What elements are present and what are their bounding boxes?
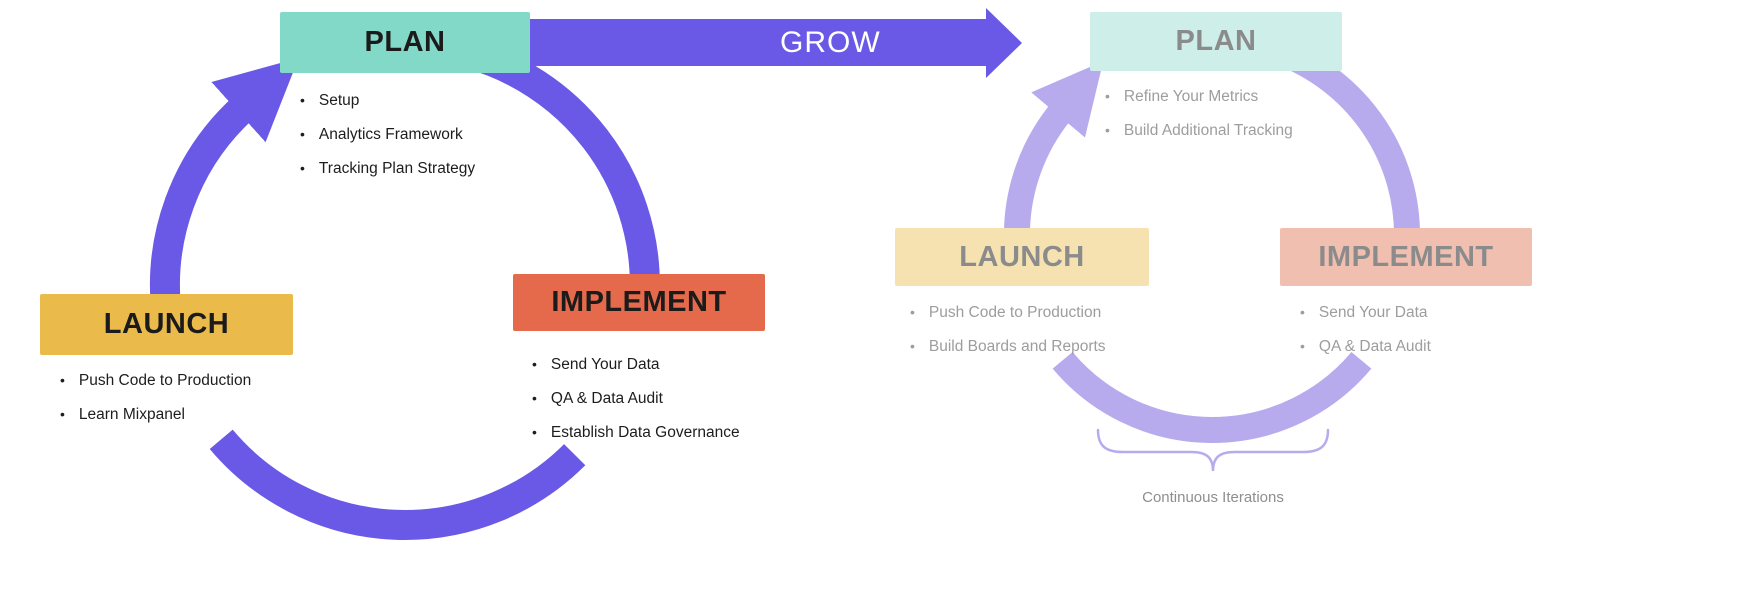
implement-to-launch-arc-faded bbox=[1052, 351, 1372, 443]
continuous-iterations-brace bbox=[1096, 428, 1330, 472]
list-item: Push Code to Production bbox=[910, 304, 1106, 322]
list-item: QA & Data Audit bbox=[532, 390, 740, 408]
list-item: Send Your Data bbox=[532, 356, 740, 374]
grow-arrow-label: GROW bbox=[780, 25, 881, 59]
grow-arrow-tip bbox=[986, 8, 1022, 78]
plan-box: PLAN bbox=[280, 12, 530, 73]
list-item: Learn Mixpanel bbox=[60, 406, 251, 424]
plan-checklist: Setup Analytics Framework Tracking Plan … bbox=[300, 92, 475, 194]
implement-to-launch-arc bbox=[209, 429, 586, 540]
plan-to-implement-arc-faded bbox=[1274, 39, 1420, 243]
list-item: Build Boards and Reports bbox=[910, 338, 1106, 356]
list-item: Build Additional Tracking bbox=[1105, 122, 1293, 140]
implement-title-faded: IMPLEMENT bbox=[1318, 240, 1494, 273]
continuous-iterations-caption: Continuous Iterations bbox=[1142, 489, 1284, 506]
list-item: Send Your Data bbox=[1300, 304, 1431, 322]
grow-arrow: GROW bbox=[530, 19, 986, 66]
list-item: Setup bbox=[300, 92, 475, 110]
implement-box-faded: IMPLEMENT bbox=[1280, 228, 1532, 286]
list-item: Tracking Plan Strategy bbox=[300, 160, 475, 178]
launch-title-faded: LAUNCH bbox=[959, 240, 1085, 273]
plan-to-implement-arc bbox=[463, 38, 660, 286]
list-item: Establish Data Governance bbox=[532, 424, 740, 442]
launch-to-plan-arrow bbox=[150, 57, 299, 321]
plan-title: PLAN bbox=[364, 26, 446, 58]
launch-title: LAUNCH bbox=[103, 308, 230, 340]
list-item: Refine Your Metrics bbox=[1105, 88, 1293, 106]
list-item: Push Code to Production bbox=[60, 372, 251, 390]
launch-checklist: Push Code to Production Learn Mixpanel bbox=[60, 372, 251, 440]
implement-checklist: Send Your Data QA & Data Audit Establish… bbox=[532, 356, 740, 458]
list-item: QA & Data Audit bbox=[1300, 338, 1431, 356]
launch-checklist-faded: Push Code to Production Build Boards and… bbox=[910, 304, 1106, 372]
implement-box: IMPLEMENT bbox=[513, 274, 765, 331]
plan-checklist-faded: Refine Your Metrics Build Additional Tra… bbox=[1105, 88, 1293, 156]
launch-box-faded: LAUNCH bbox=[895, 228, 1149, 286]
implement-checklist-faded: Send Your Data QA & Data Audit bbox=[1300, 304, 1431, 372]
plan-title-faded: PLAN bbox=[1175, 25, 1257, 57]
list-item: Analytics Framework bbox=[300, 126, 475, 144]
plan-box-faded: PLAN bbox=[1090, 12, 1342, 71]
implement-title: IMPLEMENT bbox=[551, 286, 727, 318]
launch-box: LAUNCH bbox=[40, 294, 293, 355]
